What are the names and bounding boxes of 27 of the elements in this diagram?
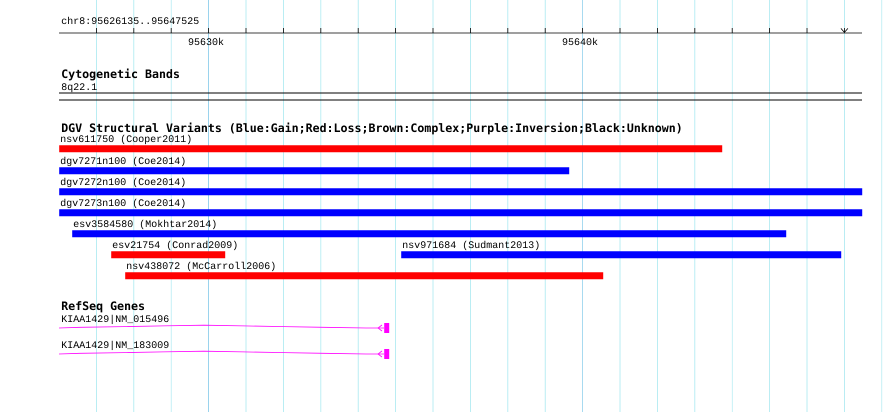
node-label: dgv7273n100 (Coe2014): [60, 198, 185, 208]
node-label: esv3584580 (Mokhtar2014): [74, 220, 216, 230]
gene-model: KIAA1429|NM_015496: [58, 314, 390, 333]
variant-bar: esv3584580 (Mokhtar2014): [72, 220, 786, 238]
node-label: nsv971684 (Sudmant2013): [403, 240, 539, 250]
variant-bar: dgv7272n100 (Coe2014): [59, 178, 862, 196]
node-label: dgv7271n100 (Coe2014): [60, 156, 185, 166]
variant-bar: dgv7273n100 (Coe2014): [59, 198, 862, 216]
tick-label: 95640k: [562, 38, 598, 46]
band-label: 8q22.1: [62, 83, 97, 92]
track-title: DGV Structural Variants (Blue:Gain;Red:Loss;Brown:Complex;Purple:Inversion;Black:Unknown): [62, 122, 681, 134]
node-label: esv21754 (Conrad2009): [112, 240, 237, 250]
node-label: nsv611750 (Cooper2011): [61, 134, 191, 144]
gene-model: KIAA1429|NM_183009: [58, 340, 390, 359]
variant-bar: nsv611750 (Cooper2011): [59, 134, 722, 152]
node-label: KIAA1429|NM_015496: [62, 314, 169, 324]
variant-bar: dgv7271n100 (Coe2014): [59, 156, 570, 174]
variant-bar: esv21754 (Conrad2009): [111, 240, 237, 258]
node-label: dgv7272n100 (Coe2014): [60, 178, 185, 188]
track-title: Cytogenetic Bands: [62, 68, 179, 80]
variant-bar: nsv438072 (McCarroll2006): [125, 262, 604, 280]
track-title: RefSeq Genes: [62, 301, 144, 312]
location-label: chr8:95626135..95647525: [62, 16, 199, 24]
variant-bar: nsv971684 (Sudmant2013): [401, 240, 842, 258]
tick-label: 95630k: [188, 38, 224, 46]
node-label: KIAA1429|NM_183009: [62, 340, 169, 350]
node-label: nsv438072 (McCarroll2006): [127, 262, 275, 272]
